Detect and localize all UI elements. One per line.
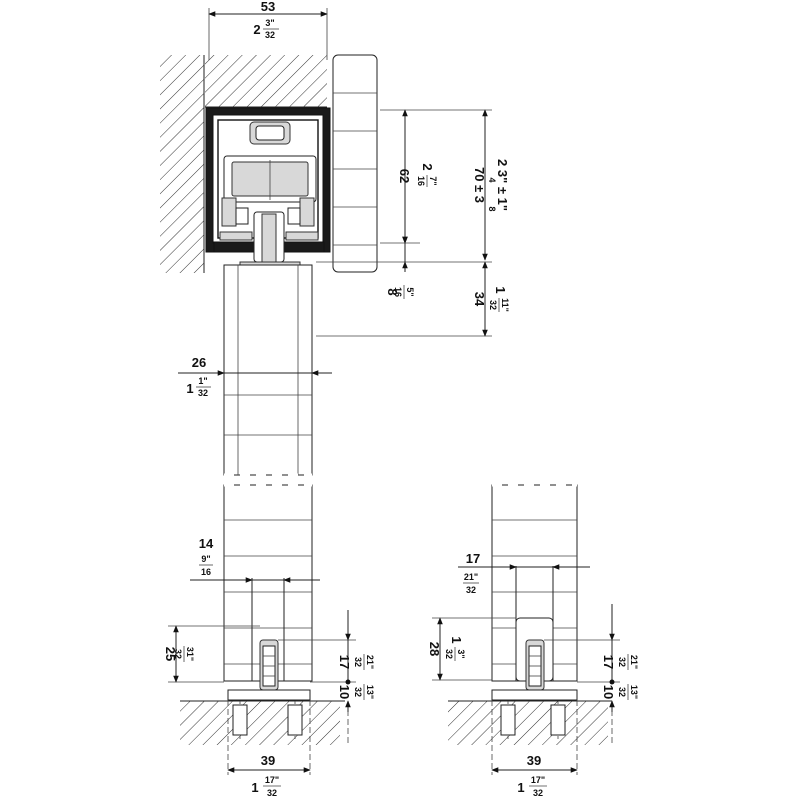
dimension-rail-height: 62 2 7" 16 — [380, 109, 438, 244]
svg-text:31": 31" — [185, 647, 195, 661]
svg-text:17: 17 — [466, 551, 480, 566]
svg-text:1": 1" — [198, 376, 207, 386]
ceiling — [205, 55, 327, 108]
cover-panel — [332, 54, 378, 273]
svg-text:26: 26 — [192, 355, 206, 370]
svg-text:70 ± 3: 70 ± 3 — [472, 167, 487, 203]
dimension-base-width-left: 39 1 17" 32 — [227, 700, 311, 798]
svg-text:39: 39 — [527, 753, 541, 768]
svg-text:32: 32 — [198, 388, 208, 398]
dimension-gap: 8 5" 16 — [316, 236, 492, 299]
dimension-groove-depth-right: 28 1 3" 32 — [427, 617, 516, 681]
svg-text:3": 3" — [265, 18, 274, 28]
svg-text:21": 21" — [365, 655, 375, 669]
svg-text:2: 2 — [420, 163, 435, 170]
dimension-hanger-height: 34 1 11" 32 — [316, 261, 510, 337]
svg-text:32: 32 — [173, 649, 183, 659]
svg-text:7": 7" — [428, 176, 438, 185]
svg-text:28: 28 — [427, 642, 442, 656]
svg-text:1: 1 — [493, 286, 508, 293]
screw-icon — [550, 704, 566, 736]
door-upper — [223, 264, 313, 477]
svg-text:14: 14 — [199, 536, 214, 551]
dimension-floor-offset-right: 10 13" 32 — [577, 679, 639, 745]
svg-text:10: 10 — [601, 685, 616, 699]
svg-text:16: 16 — [393, 287, 403, 297]
svg-text:16: 16 — [201, 567, 211, 577]
trolley — [221, 121, 317, 263]
svg-text:32: 32 — [265, 30, 275, 40]
svg-text:39: 39 — [261, 753, 275, 768]
svg-text:11": 11" — [500, 298, 510, 312]
dimension-door-thickness: 26 1 1" 32 — [178, 355, 332, 398]
svg-text:2: 2 — [253, 22, 260, 37]
dimension-floor-offset-left: 10 13" 32 — [310, 679, 375, 745]
svg-text:2 3" ± 1": 2 3" ± 1" — [495, 159, 510, 211]
svg-text:32: 32 — [353, 657, 363, 667]
svg-text:32: 32 — [353, 687, 363, 697]
floor-guide-right — [491, 617, 578, 701]
svg-text:34: 34 — [472, 292, 487, 307]
svg-text:32: 32 — [444, 649, 454, 659]
dimension-top-width: 53 2 3" 32 — [208, 0, 328, 60]
svg-text:13": 13" — [365, 685, 375, 699]
svg-text:21": 21" — [629, 655, 639, 669]
floor-left — [180, 700, 345, 745]
svg-text:32: 32 — [267, 788, 277, 798]
svg-text:32: 32 — [533, 788, 543, 798]
dimension-groove-width-left: 14 9" 16 — [190, 536, 320, 583]
svg-text:17": 17" — [531, 775, 545, 785]
dimension-guide-height-left: 17 21" 32 — [278, 610, 375, 682]
svg-text:32: 32 — [617, 657, 627, 667]
svg-text:17: 17 — [337, 655, 352, 669]
svg-text:32: 32 — [466, 585, 476, 595]
svg-text:8: 8 — [487, 206, 497, 211]
svg-text:17": 17" — [265, 775, 279, 785]
wall — [160, 55, 205, 273]
svg-text:9": 9" — [201, 554, 210, 564]
dimension-groove-width-right: 17 21" 32 — [458, 551, 590, 595]
dimension-groove-depth-left: 25 31" 32 — [163, 625, 260, 683]
svg-text:4: 4 — [487, 177, 497, 182]
svg-text:1: 1 — [517, 780, 524, 795]
svg-text:1: 1 — [449, 636, 464, 643]
svg-text:53: 53 — [261, 0, 275, 14]
svg-text:21": 21" — [464, 572, 478, 582]
svg-text:10: 10 — [337, 685, 352, 699]
svg-text:1: 1 — [251, 780, 258, 795]
svg-text:5": 5" — [405, 287, 415, 296]
svg-text:3": 3" — [456, 649, 466, 658]
dimension-guide-height-right: 17 21" 32 — [544, 604, 639, 682]
svg-text:62: 62 — [397, 169, 412, 183]
screw-icon — [232, 704, 248, 736]
svg-text:17: 17 — [601, 655, 616, 669]
floor-right — [448, 700, 612, 745]
screw-icon — [287, 704, 303, 736]
screw-icon — [500, 704, 516, 736]
dimension-total-height: 70 ± 3 2 3" ± 1" 4 8 — [420, 109, 510, 261]
floor-guide-left — [227, 639, 311, 701]
svg-text:25: 25 — [163, 647, 178, 661]
svg-text:16: 16 — [416, 176, 426, 186]
svg-text:32: 32 — [488, 300, 498, 310]
svg-text:8: 8 — [385, 288, 400, 295]
svg-text:32: 32 — [617, 687, 627, 697]
svg-text:1: 1 — [186, 381, 193, 396]
svg-text:13": 13" — [629, 685, 639, 699]
dimension-base-width-right: 39 1 17" 32 — [491, 700, 578, 798]
